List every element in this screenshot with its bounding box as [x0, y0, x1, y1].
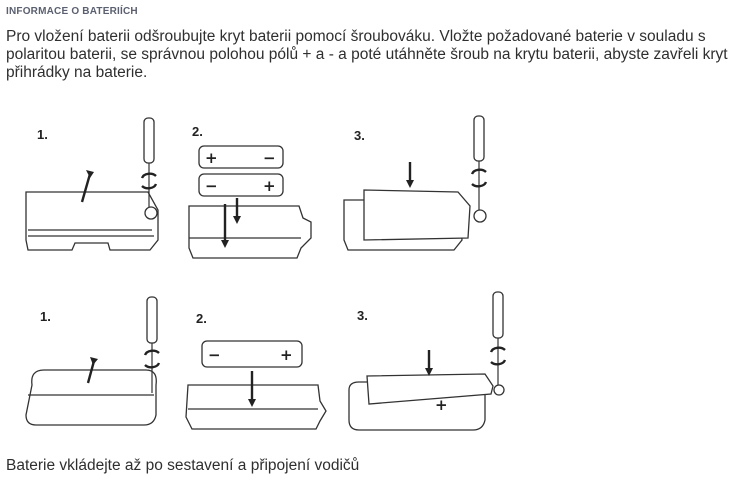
battery-box-open-illustration	[25, 296, 161, 426]
footer-note: Baterie vkládejte až po sestavení a přip…	[6, 457, 360, 474]
plus-sign: +	[435, 396, 448, 414]
figure-row2-step2: 2. − +	[182, 305, 332, 440]
svg-text:+: +	[280, 346, 293, 364]
step-number: 1.	[37, 127, 48, 142]
figure-row1-step3: 3.	[340, 110, 500, 270]
intro-paragraph: Pro vložení baterii odšroubujte kryt bat…	[6, 28, 728, 81]
svg-text:−: −	[263, 149, 276, 167]
figure-row2-step1: 1.	[20, 295, 170, 440]
svg-text:+: +	[263, 177, 276, 195]
svg-text:−: −	[205, 177, 218, 195]
step-number: 3.	[357, 308, 368, 323]
battery-box-close-illustration	[343, 115, 488, 251]
svg-text:−: −	[208, 346, 221, 364]
step-number: 2.	[192, 124, 203, 139]
step-number: 2.	[196, 311, 207, 326]
section-heading: INFORMACE O BATERIÍCH	[6, 6, 138, 17]
battery-box-close-illustration: +	[348, 291, 507, 431]
step-number: 3.	[354, 128, 365, 143]
figure-row2-step3: 3. +	[345, 290, 515, 440]
plus-sign: +	[205, 149, 218, 167]
figure-row1-step2: 2. + − − +	[185, 118, 325, 268]
step-number: 1.	[40, 309, 51, 324]
battery-insert-illustration: − +	[185, 340, 327, 430]
battery-box-open-illustration	[25, 117, 159, 251]
battery-insert-illustration: + − − +	[188, 145, 312, 259]
figure-row1-step1: 1.	[20, 110, 170, 270]
